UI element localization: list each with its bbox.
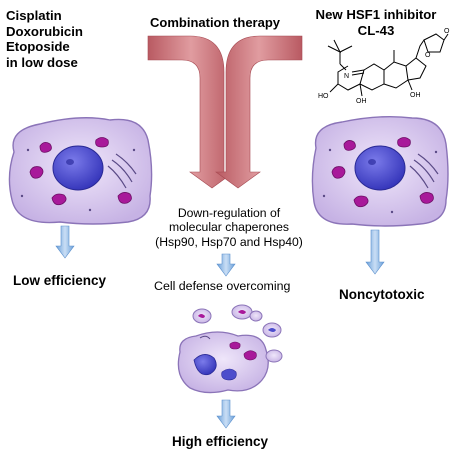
therapy-arrow-left xyxy=(147,35,235,189)
atom-label-ho: HO xyxy=(318,93,329,100)
downreg-line-2: molecular chaperones xyxy=(169,220,289,235)
blue-arrows xyxy=(55,225,385,429)
cell-fragmented xyxy=(177,304,283,394)
atom-label-oh-c5: OH xyxy=(356,98,367,105)
cell-left xyxy=(8,117,153,225)
combination-therapy-arrows xyxy=(147,35,303,189)
blue-arrow-right xyxy=(365,229,385,275)
atom-label-o-ring: O xyxy=(425,52,431,59)
blue-arrow-left xyxy=(55,225,75,259)
cell-right xyxy=(311,115,449,227)
therapy-arrow-right xyxy=(215,35,303,189)
blue-arrow-center-top xyxy=(216,253,236,277)
atom-label-o-ketone: O xyxy=(444,28,450,35)
apoptotic-body-5 xyxy=(249,310,263,322)
blue-arrow-center-bottom xyxy=(216,399,236,429)
fragmented-cell-body xyxy=(177,331,269,394)
cell-left-nucleus xyxy=(52,145,104,191)
low-dose-drugs-label: Cisplatin Doxorubicin Etoposide in low d… xyxy=(6,8,83,70)
drug-line-4: in low dose xyxy=(6,54,78,70)
noncytotoxic-label: Noncytotoxic xyxy=(339,287,425,302)
cell-right-nucleus xyxy=(354,145,406,191)
downreg-line-3: (Hsp90, Hsp70 and Hsp40) xyxy=(155,234,303,249)
down-regulation-label: Down-regulation of molecular chaperones … xyxy=(154,206,304,249)
cl43-atom-labels: N O O HO OH OH xyxy=(318,28,450,105)
drug-line-1: Cisplatin xyxy=(6,8,62,23)
downreg-line-1: Down-regulation of xyxy=(177,206,281,220)
high-efficiency-label: High efficiency xyxy=(172,434,269,449)
atom-label-oh-c14: OH xyxy=(410,92,421,99)
cell-defense-label: Cell defense overcoming xyxy=(154,279,291,293)
hsf1-inhibitor-label: New HSF1 inhibitor CL-43 xyxy=(306,7,446,38)
drug-line-3: Etoposide xyxy=(6,39,70,55)
inhibitor-line-2: CL-43 xyxy=(357,22,395,38)
drug-line-2: Doxorubicin xyxy=(6,23,83,39)
cl43-structure xyxy=(327,33,449,97)
atom-label-n: N xyxy=(344,73,349,80)
low-efficiency-label: Low efficiency xyxy=(13,273,107,288)
apoptotic-body-4 xyxy=(265,349,283,363)
combination-therapy-label: Combination therapy xyxy=(150,15,281,30)
inhibitor-line-1: New HSF1 inhibitor xyxy=(315,7,437,22)
